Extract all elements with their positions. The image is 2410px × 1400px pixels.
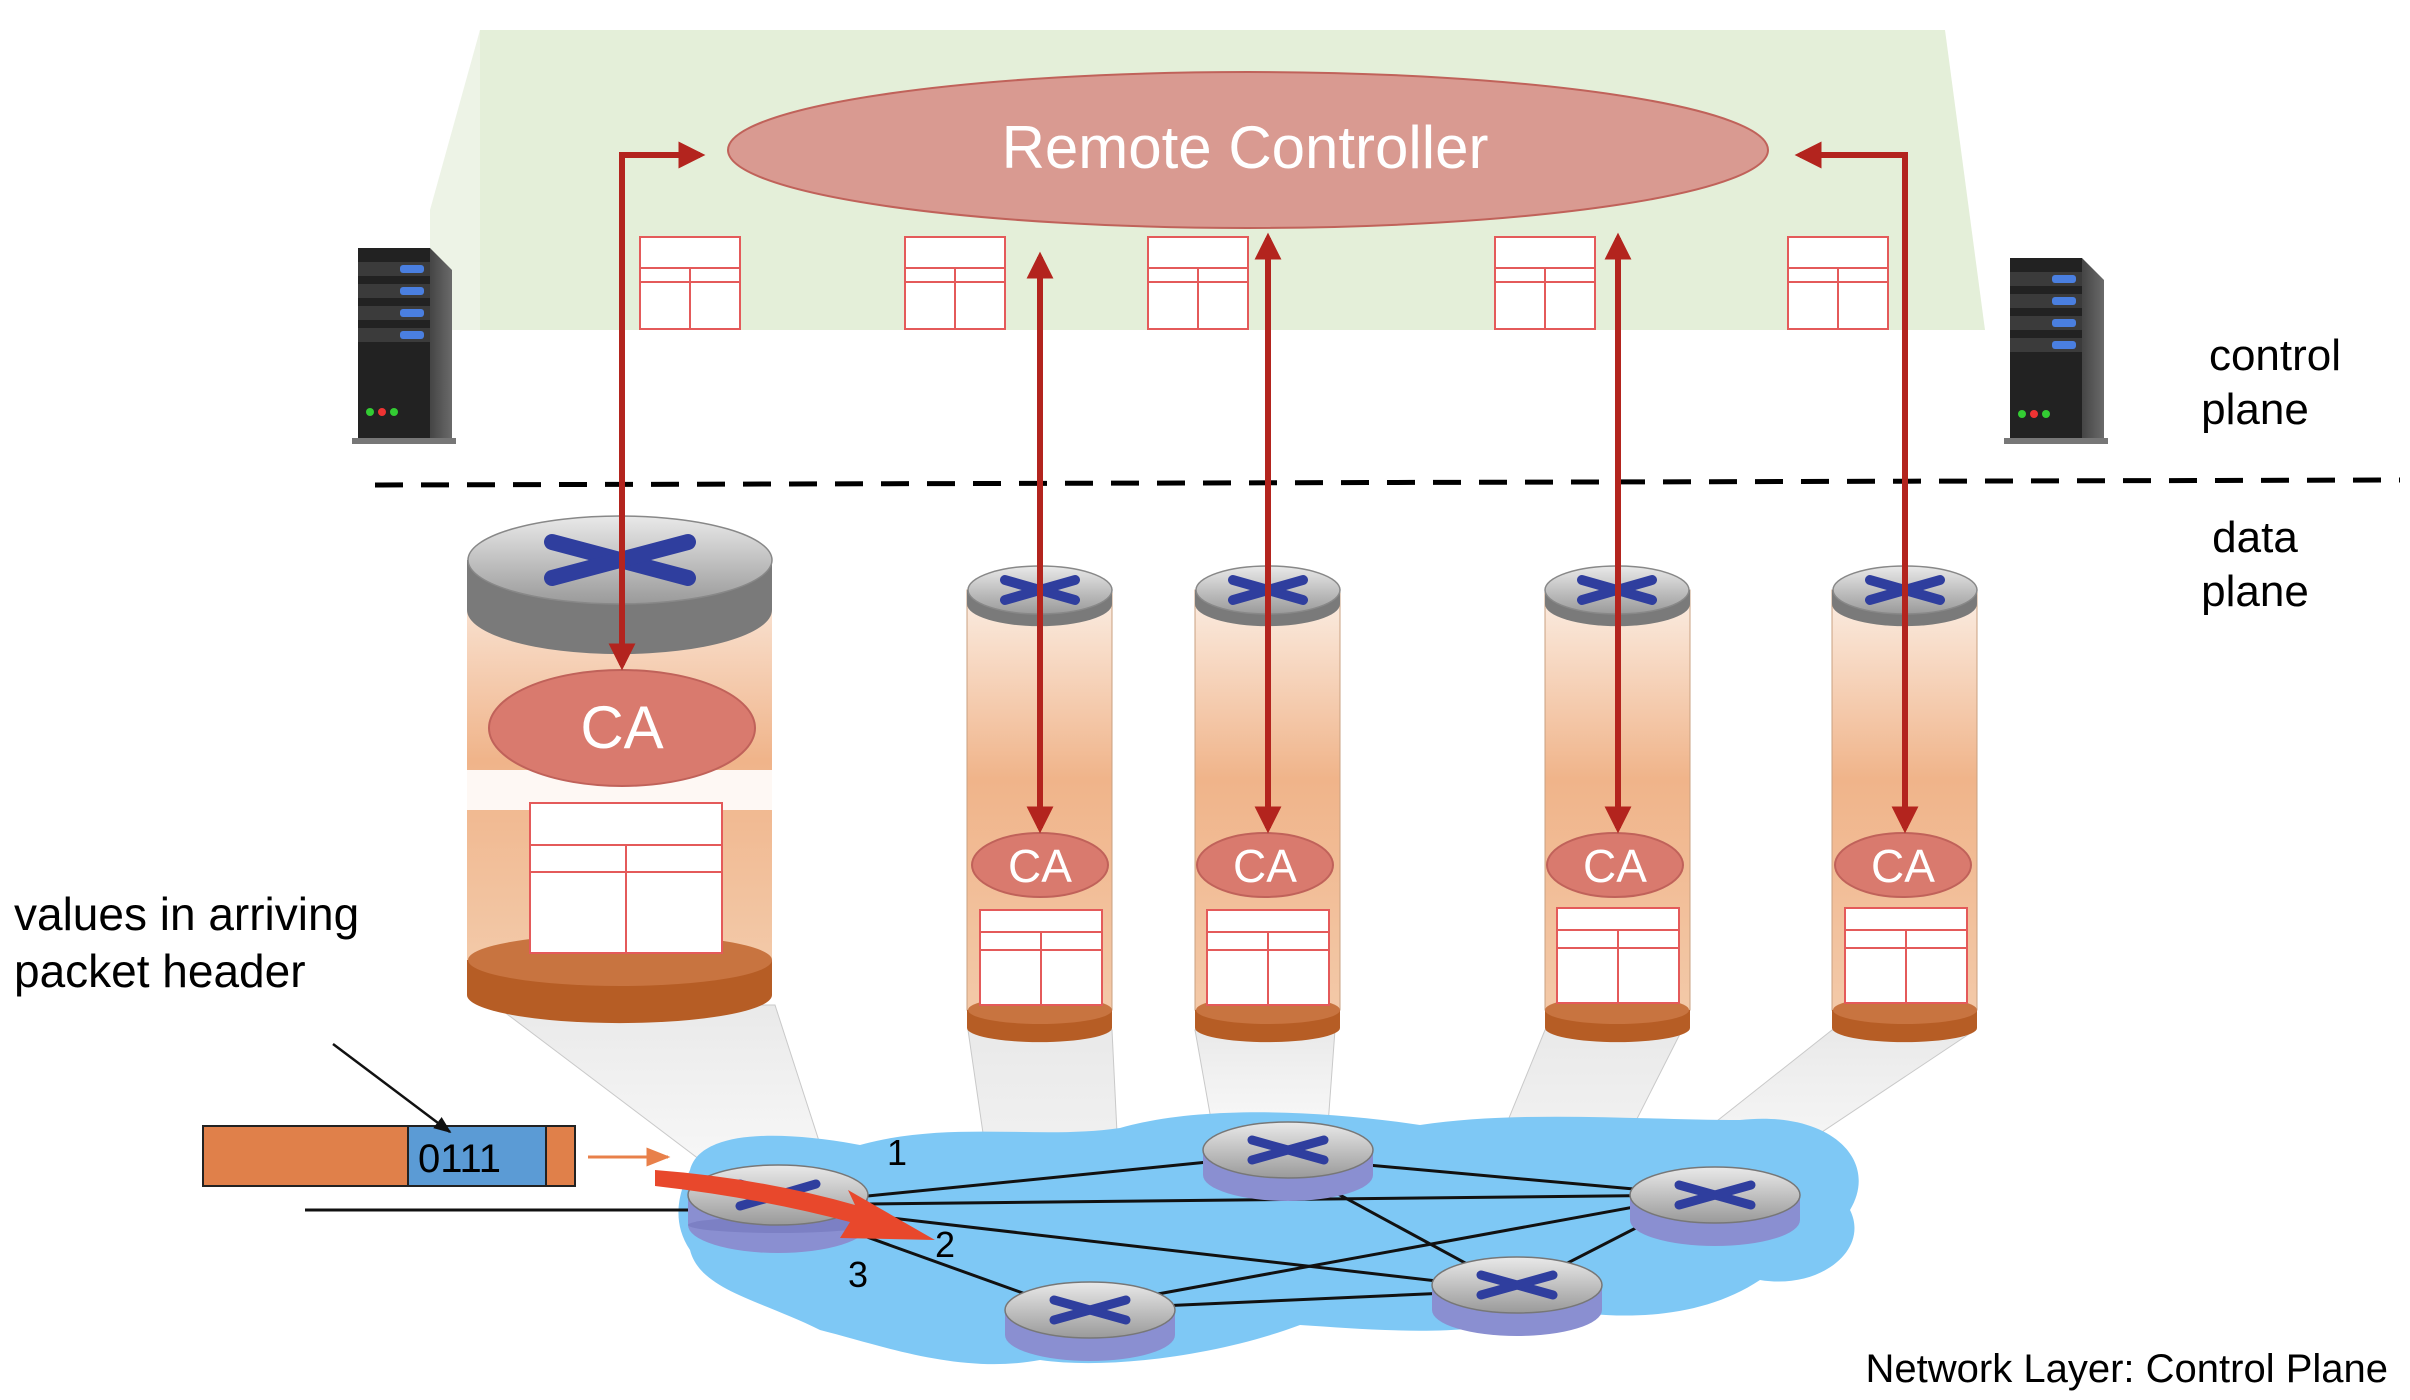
arriving-packet: 0111 [202, 1125, 576, 1187]
remote-controller [727, 71, 1769, 229]
controller-agent-label: CA [1008, 840, 1072, 892]
controller-agent-label: CA [1583, 840, 1647, 892]
switch-flow-table [529, 802, 723, 954]
port-label-2: 2 [935, 1224, 955, 1265]
control-plane-label: control plane [2201, 331, 2341, 434]
switch: CA [1194, 565, 1341, 1043]
network-router [1629, 1166, 1801, 1246]
server-icon-left [352, 248, 456, 444]
network-router [1202, 1121, 1374, 1201]
flow-table-icon [1787, 236, 1889, 330]
control-arrow [608, 141, 706, 671]
flow-table-icon [1147, 236, 1249, 330]
switch-flow-table [979, 909, 1103, 1006]
server-icon-right [2004, 258, 2108, 444]
data-plane-label: data plane [2201, 513, 2309, 616]
controller-agent-label: CA [1871, 840, 1935, 892]
packet-header-value: 0111 [418, 1137, 501, 1181]
data-plane-label-line2: plane [2201, 567, 2309, 616]
footer-caption: Network Layer: Control Plane [1866, 1347, 2388, 1391]
packet-header-field [407, 1125, 547, 1187]
switch-flow-table [1844, 907, 1968, 1004]
flow-table-icon [639, 236, 741, 330]
plane-divider [374, 477, 2401, 488]
switch-large: CA [467, 515, 773, 1024]
control-arrow [1794, 141, 1919, 834]
remote-controller-label: Remote Controller [1002, 114, 1489, 181]
annotation-line1: values in arriving [14, 888, 359, 940]
port-label-3: 3 [848, 1254, 868, 1295]
control-plane-side-left [430, 30, 480, 330]
port-label-1: 1 [887, 1132, 907, 1173]
controller-agent-label: CA [1233, 840, 1297, 892]
control-plane-label-line2: plane [2201, 385, 2309, 434]
data-plane-label-line1: data [2212, 513, 2298, 562]
control-plane-label-line1: control [2209, 331, 2341, 380]
forwarding-arrow [655, 1170, 935, 1240]
controller-agent-label: CA [580, 694, 663, 761]
annotation-line2: packet header [14, 945, 306, 997]
annotation-pointer [332, 1043, 452, 1134]
switch-flow-table [1206, 909, 1330, 1006]
flow-table-icon [1494, 236, 1596, 330]
network-router [1431, 1256, 1603, 1336]
flow-table-icon [904, 236, 1006, 330]
switch-flow-table [1556, 907, 1680, 1004]
network-router [1004, 1281, 1176, 1361]
control-arrows [608, 141, 1919, 834]
